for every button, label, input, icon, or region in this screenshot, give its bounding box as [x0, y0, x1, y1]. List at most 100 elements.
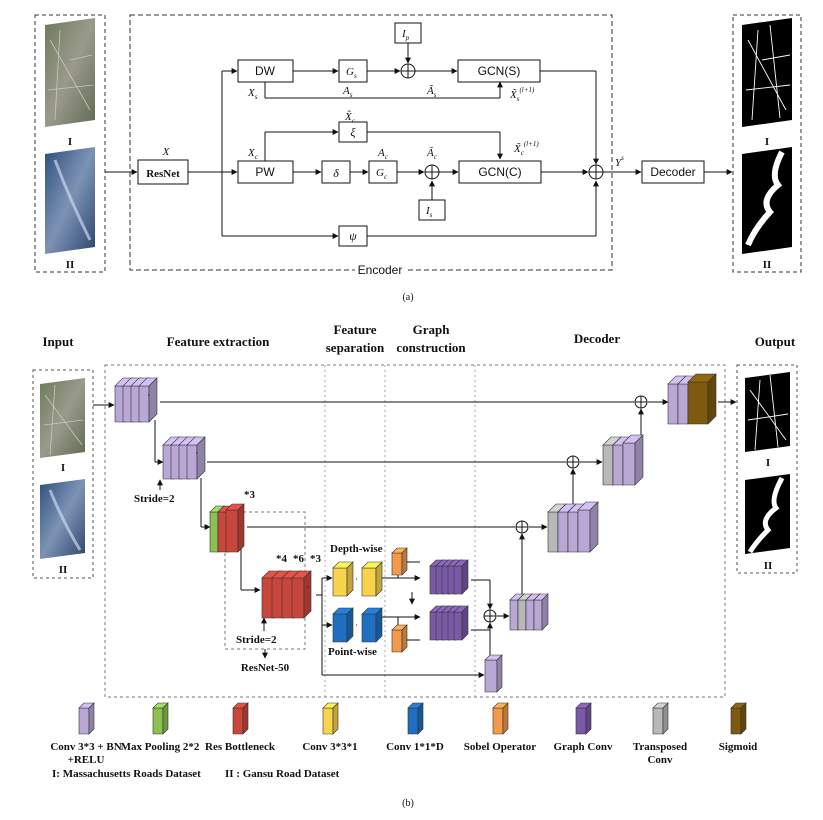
legend-label-0-line2: +RELU [68, 754, 105, 766]
enc3-res-1 [225, 503, 245, 553]
dataset-label-ii: II : Gansu Road Dataset [225, 768, 340, 780]
panel-b-output-label-i: I [766, 457, 770, 469]
edge-label-ac: Ac [377, 147, 389, 161]
edge-label-ac-tilde: Ãc [426, 147, 438, 161]
pw-node-label: PW [255, 165, 275, 179]
dataset-label-i: I: Massachusetts Roads Dataset [52, 768, 201, 780]
panel-a-output-label-i: I [765, 136, 769, 148]
sobel-lower [391, 624, 408, 653]
output-image-i [742, 18, 792, 127]
annotation-x3a: *3 [244, 489, 256, 501]
legend-swatch-6 [575, 702, 592, 735]
panel-b-input-label-ii: II [59, 564, 68, 576]
edge-label-xc: Xc [247, 147, 259, 161]
annotation-stride-2: Stride=2 [236, 634, 277, 646]
panel-b-caption: (b) [402, 798, 414, 809]
panel-a-output-label-ii: II [763, 259, 772, 271]
panel-b-connections [93, 399, 737, 678]
panel-a-input-frame [34, 14, 106, 273]
sum-node-2 [566, 455, 580, 469]
legend-label-7-line2: Conv [647, 754, 673, 766]
annotation-stride-1: Stride=2 [134, 493, 175, 505]
dec2-conv-2 [577, 501, 599, 553]
section-graph-construction-2: construction [396, 340, 466, 355]
depthwise-conv-0 [332, 561, 354, 597]
panel-b-input-label-i: I [61, 462, 65, 474]
panel-b-output-image-ii [745, 474, 790, 554]
legend-swatch-4 [407, 702, 424, 735]
panel-b-blocks: ····· [114, 373, 717, 693]
section-decoder: Decoder [574, 331, 620, 346]
legend-label-4: Conv 1*1*D [386, 741, 444, 753]
annotation-x6: *6 [293, 553, 305, 565]
enc2-block-3 [186, 436, 206, 480]
section-graph-construction-1: Graph [413, 322, 451, 337]
input-image-ii [45, 147, 95, 254]
legend-swatch-2 [232, 702, 249, 735]
edge-label-y: Ys [615, 154, 624, 169]
legend-swatch-8 [730, 702, 747, 735]
panel-a-input-label-i: I [68, 136, 72, 148]
legend-label-3: Conv 3*3*1 [302, 741, 357, 753]
sum-node-3 [515, 520, 529, 534]
sum-node-4 [483, 609, 497, 623]
encoder-label-bg [355, 262, 405, 276]
residual-conv [484, 654, 503, 693]
edge-label-as: As [342, 85, 353, 99]
panel-a: I II Encoder ResNet X DW Xs Gs [34, 14, 802, 303]
gs-node-label: Gs [346, 66, 357, 80]
gcn-c-node-label: GCN(C) [478, 165, 521, 179]
panel-b-input-image-i [40, 378, 85, 458]
legend-label-5: Sobel Operator [464, 741, 537, 753]
edge-label-as-tilde: Ãs [426, 85, 437, 99]
legend-swatch-7 [652, 702, 669, 735]
panel-b-output-label-ii: II [764, 560, 773, 572]
resnet-node-label: ResNet [146, 168, 180, 180]
dec4-sigmoid [687, 373, 717, 425]
section-feature-separation-2: separation [326, 340, 385, 355]
pointwise-conv-1 [361, 607, 383, 643]
is-node-label: Is [425, 205, 433, 219]
legend-label-6: Graph Conv [554, 741, 613, 753]
enc1-block-3 [138, 377, 158, 423]
encoder-frame [129, 14, 613, 271]
panel-b: Input Feature extraction Feature separat… [32, 322, 798, 809]
section-feature-separation-1: Feature [333, 322, 376, 337]
depthwise-conv-1 [361, 561, 383, 597]
panel-a-caption: (a) [402, 292, 413, 303]
panel-b-input-frame [32, 369, 94, 579]
ellipsis-dots-1: · [195, 448, 198, 458]
legend-label-7: Transposed [633, 741, 687, 753]
section-feature-extraction: Feature extraction [167, 334, 270, 349]
graph-conv-lower-4 [453, 605, 469, 641]
legend-label-2: Res Bottleneck [205, 741, 276, 753]
output-image-ii [742, 147, 792, 254]
resnet-node [137, 159, 189, 185]
edge-label-x: X [162, 146, 171, 158]
dec1-conv-2 [533, 593, 549, 631]
ip-node-label: Ip [401, 28, 410, 42]
sum-node-1 [634, 395, 648, 409]
legend-label-0: Conv 3*3 + BN [50, 741, 121, 753]
gc-node-label: Gc [376, 167, 388, 181]
graph-conv-upper-4 [453, 559, 469, 595]
ellipsis-dots-0: · [147, 390, 150, 400]
xi-node-label: ξ [350, 125, 356, 139]
encoder-label: Encoder [358, 263, 403, 277]
legend-label-8: Sigmoid [719, 741, 758, 753]
legend-label-1: Max Pooling 2*2 [121, 741, 200, 753]
annotation-pointwise: Point-wise [328, 646, 377, 658]
panel-b-input-image-ii [40, 479, 85, 559]
edge-label-xc-out: X̃c(l+1) [513, 140, 539, 157]
legend-swatch-3 [322, 702, 339, 735]
dec3-conv-1 [622, 434, 644, 486]
annotation-x4: *4 [276, 553, 288, 565]
ellipsis-dots-2: · [306, 582, 309, 592]
edge-label-xs: Xs [247, 87, 258, 101]
legend-swatch-1 [152, 702, 169, 735]
pointwise-conv-0 [332, 607, 354, 643]
sobel-upper [391, 547, 408, 576]
legend: Conv 3*3 + BN+RELU Max Pooling 2*2 Res Bot… [50, 702, 758, 766]
